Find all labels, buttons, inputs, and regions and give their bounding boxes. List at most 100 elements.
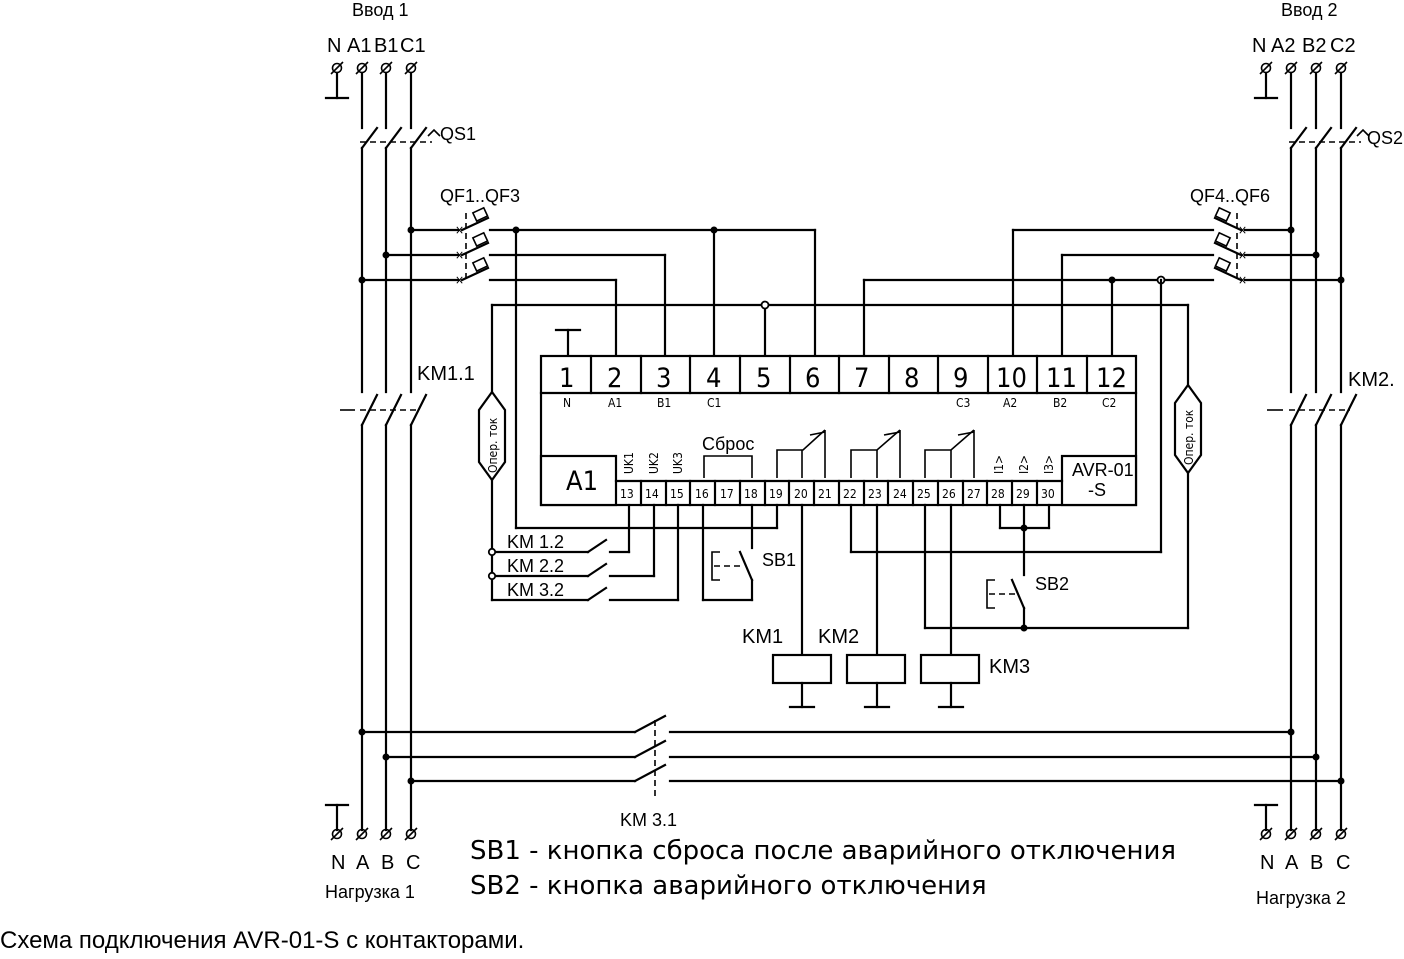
input-2-terminal-n: N [1252, 35, 1266, 57]
note-sb2: SB2 - кнопка аварийного отключения [470, 871, 987, 901]
avr-device: 1 2 3 4 5 6 7 8 9 10 11 12 N A1 B1 C1 C3… [539, 354, 1138, 507]
svg-text:×: × [1238, 273, 1247, 287]
terminal-8: 8 [904, 363, 919, 394]
terminal-13: 13 [620, 487, 634, 501]
uk2-label: UK2 [647, 452, 661, 474]
svg-text:×: × [1238, 248, 1247, 262]
terminal-4: 4 [706, 363, 721, 394]
km1-2-label: KM 1.2 [507, 532, 564, 552]
input-2-terminal-a: A2 [1271, 35, 1295, 57]
terminal-26: 26 [942, 487, 956, 501]
terminal-27: 27 [967, 487, 981, 501]
terminal-5: 5 [756, 363, 771, 394]
terminal-2-sub: A1 [608, 396, 622, 410]
oper-tok-right-label: Опер. ток [1182, 409, 1196, 465]
qf-right-breakers: × × × [862, 206, 1345, 287]
device-model-suffix: -S [1088, 480, 1106, 500]
terminal-30: 30 [1041, 487, 1055, 501]
qs1-label: QS1 [440, 124, 476, 144]
qs2-label: QS2 [1367, 128, 1403, 148]
km2-label: KM2. [1348, 369, 1395, 391]
svg-text:×: × [1238, 223, 1247, 237]
i1-label: I1> [992, 455, 1006, 474]
right-phase-lines [1267, 71, 1370, 832]
input-2-terminal-c: C2 [1330, 35, 1356, 57]
terminal-2: 2 [607, 363, 622, 394]
load-2-terminal-b: B [1310, 852, 1323, 874]
load-2-terminal-n: N [1260, 852, 1274, 874]
terminal-28: 28 [991, 487, 1005, 501]
terminal-10-sub: A2 [1003, 396, 1017, 410]
input-2: Ввод 2 N A2 B2 C2 [1252, 0, 1356, 100]
input-2-terminal-b: B2 [1302, 35, 1326, 57]
km3-1-tie: KM 3.1 [358, 714, 1345, 830]
coil-km2-label: KM2 [818, 626, 859, 648]
terminal-16: 16 [695, 487, 709, 501]
device-model: AVR-01 [1072, 460, 1134, 480]
input-1-terminal-a: A1 [347, 35, 371, 57]
terminal-3: 3 [656, 363, 671, 394]
top-terminal-separators [589, 354, 1089, 395]
svg-text:×: × [455, 223, 464, 237]
km3-1-label: KM 3.1 [620, 810, 677, 830]
load-1-terminal-n: N [331, 852, 345, 874]
coil-km1-label: KM1 [742, 626, 783, 648]
note-sb1: SB1 - кнопка сброса после аварийного отк… [470, 836, 1176, 866]
device-name: A1 [566, 466, 598, 497]
terminal-12: 12 [1096, 363, 1127, 394]
terminal-18: 18 [744, 487, 758, 501]
km2-2-label: KM 2.2 [507, 556, 564, 576]
svg-text:×: × [455, 248, 464, 262]
load-1-terminal-b: B [381, 852, 394, 874]
i3-label: I3> [1042, 455, 1056, 474]
load-1: N A B C Нагрузка 1 [324, 803, 420, 902]
input-1-terminal-c: C1 [400, 35, 426, 57]
terminal-21: 21 [818, 487, 832, 501]
terminal-9: 9 [953, 363, 968, 394]
sb1-label: SB1 [762, 550, 796, 570]
wiring-diagram: Ввод 1 N A1 B1 C1 Ввод 2 N A2 B2 C2 [324, 0, 1403, 908]
sb2-label: SB2 [1035, 574, 1069, 594]
terminal-29: 29 [1016, 487, 1030, 501]
load-1-terminal-a: A [356, 852, 370, 874]
top-terminal-wiring [490, 228, 1190, 359]
load-2-title: Нагрузка 2 [1256, 888, 1346, 908]
load-1-title: Нагрузка 1 [325, 882, 415, 902]
terminal-24: 24 [893, 487, 907, 501]
oper-tok-left-label: Опер. ток [486, 417, 500, 473]
load-2: N A B C Нагрузка 2 [1253, 803, 1350, 908]
uk1-label: UK1 [622, 452, 636, 474]
svg-text:×: × [455, 273, 464, 287]
terminal-11-sub: B2 [1053, 396, 1067, 410]
i2-label: I2> [1017, 455, 1031, 474]
input-1-terminal-n: N [327, 35, 341, 57]
qf-right-label: QF4..QF6 [1190, 186, 1270, 206]
terminal-20: 20 [794, 487, 808, 501]
relay-contacts [776, 429, 975, 478]
terminal-23: 23 [868, 487, 882, 501]
terminal-22: 22 [843, 487, 857, 501]
input-2-title: Ввод 2 [1281, 0, 1338, 20]
uk3-label: UK3 [671, 452, 685, 474]
left-phase-lines [340, 71, 441, 832]
coils: KM1 KM2 KM3 [742, 626, 1030, 709]
input-2-terminal-symbols [1259, 61, 1348, 75]
terminal-9-sub: C3 [956, 396, 970, 410]
load-2-terminal-c: C [1336, 852, 1350, 874]
qf-left-breakers: × × × [358, 206, 817, 287]
terminal-17: 17 [720, 487, 734, 501]
terminal-12-sub: C2 [1102, 396, 1116, 410]
load-2-terminal-a: A [1285, 852, 1299, 874]
input-1-title: Ввод 1 [352, 0, 409, 20]
terminal-11: 11 [1046, 363, 1077, 394]
control-wiring: KM 1.2 KM 2.2 KM 3.2 SB1 SB2 [487, 228, 1190, 657]
terminal-1: 1 [559, 363, 574, 394]
terminal-1-sub: N [563, 396, 571, 410]
terminal-6: 6 [805, 363, 820, 394]
bottom-terminal-separators [639, 479, 1039, 507]
terminal-3-sub: B1 [657, 396, 671, 410]
terminal-15: 15 [670, 487, 684, 501]
load-1-terminal-c: C [406, 852, 420, 874]
oper-tok-right: Опер. ток [1173, 303, 1203, 630]
terminal-19: 19 [769, 487, 783, 501]
